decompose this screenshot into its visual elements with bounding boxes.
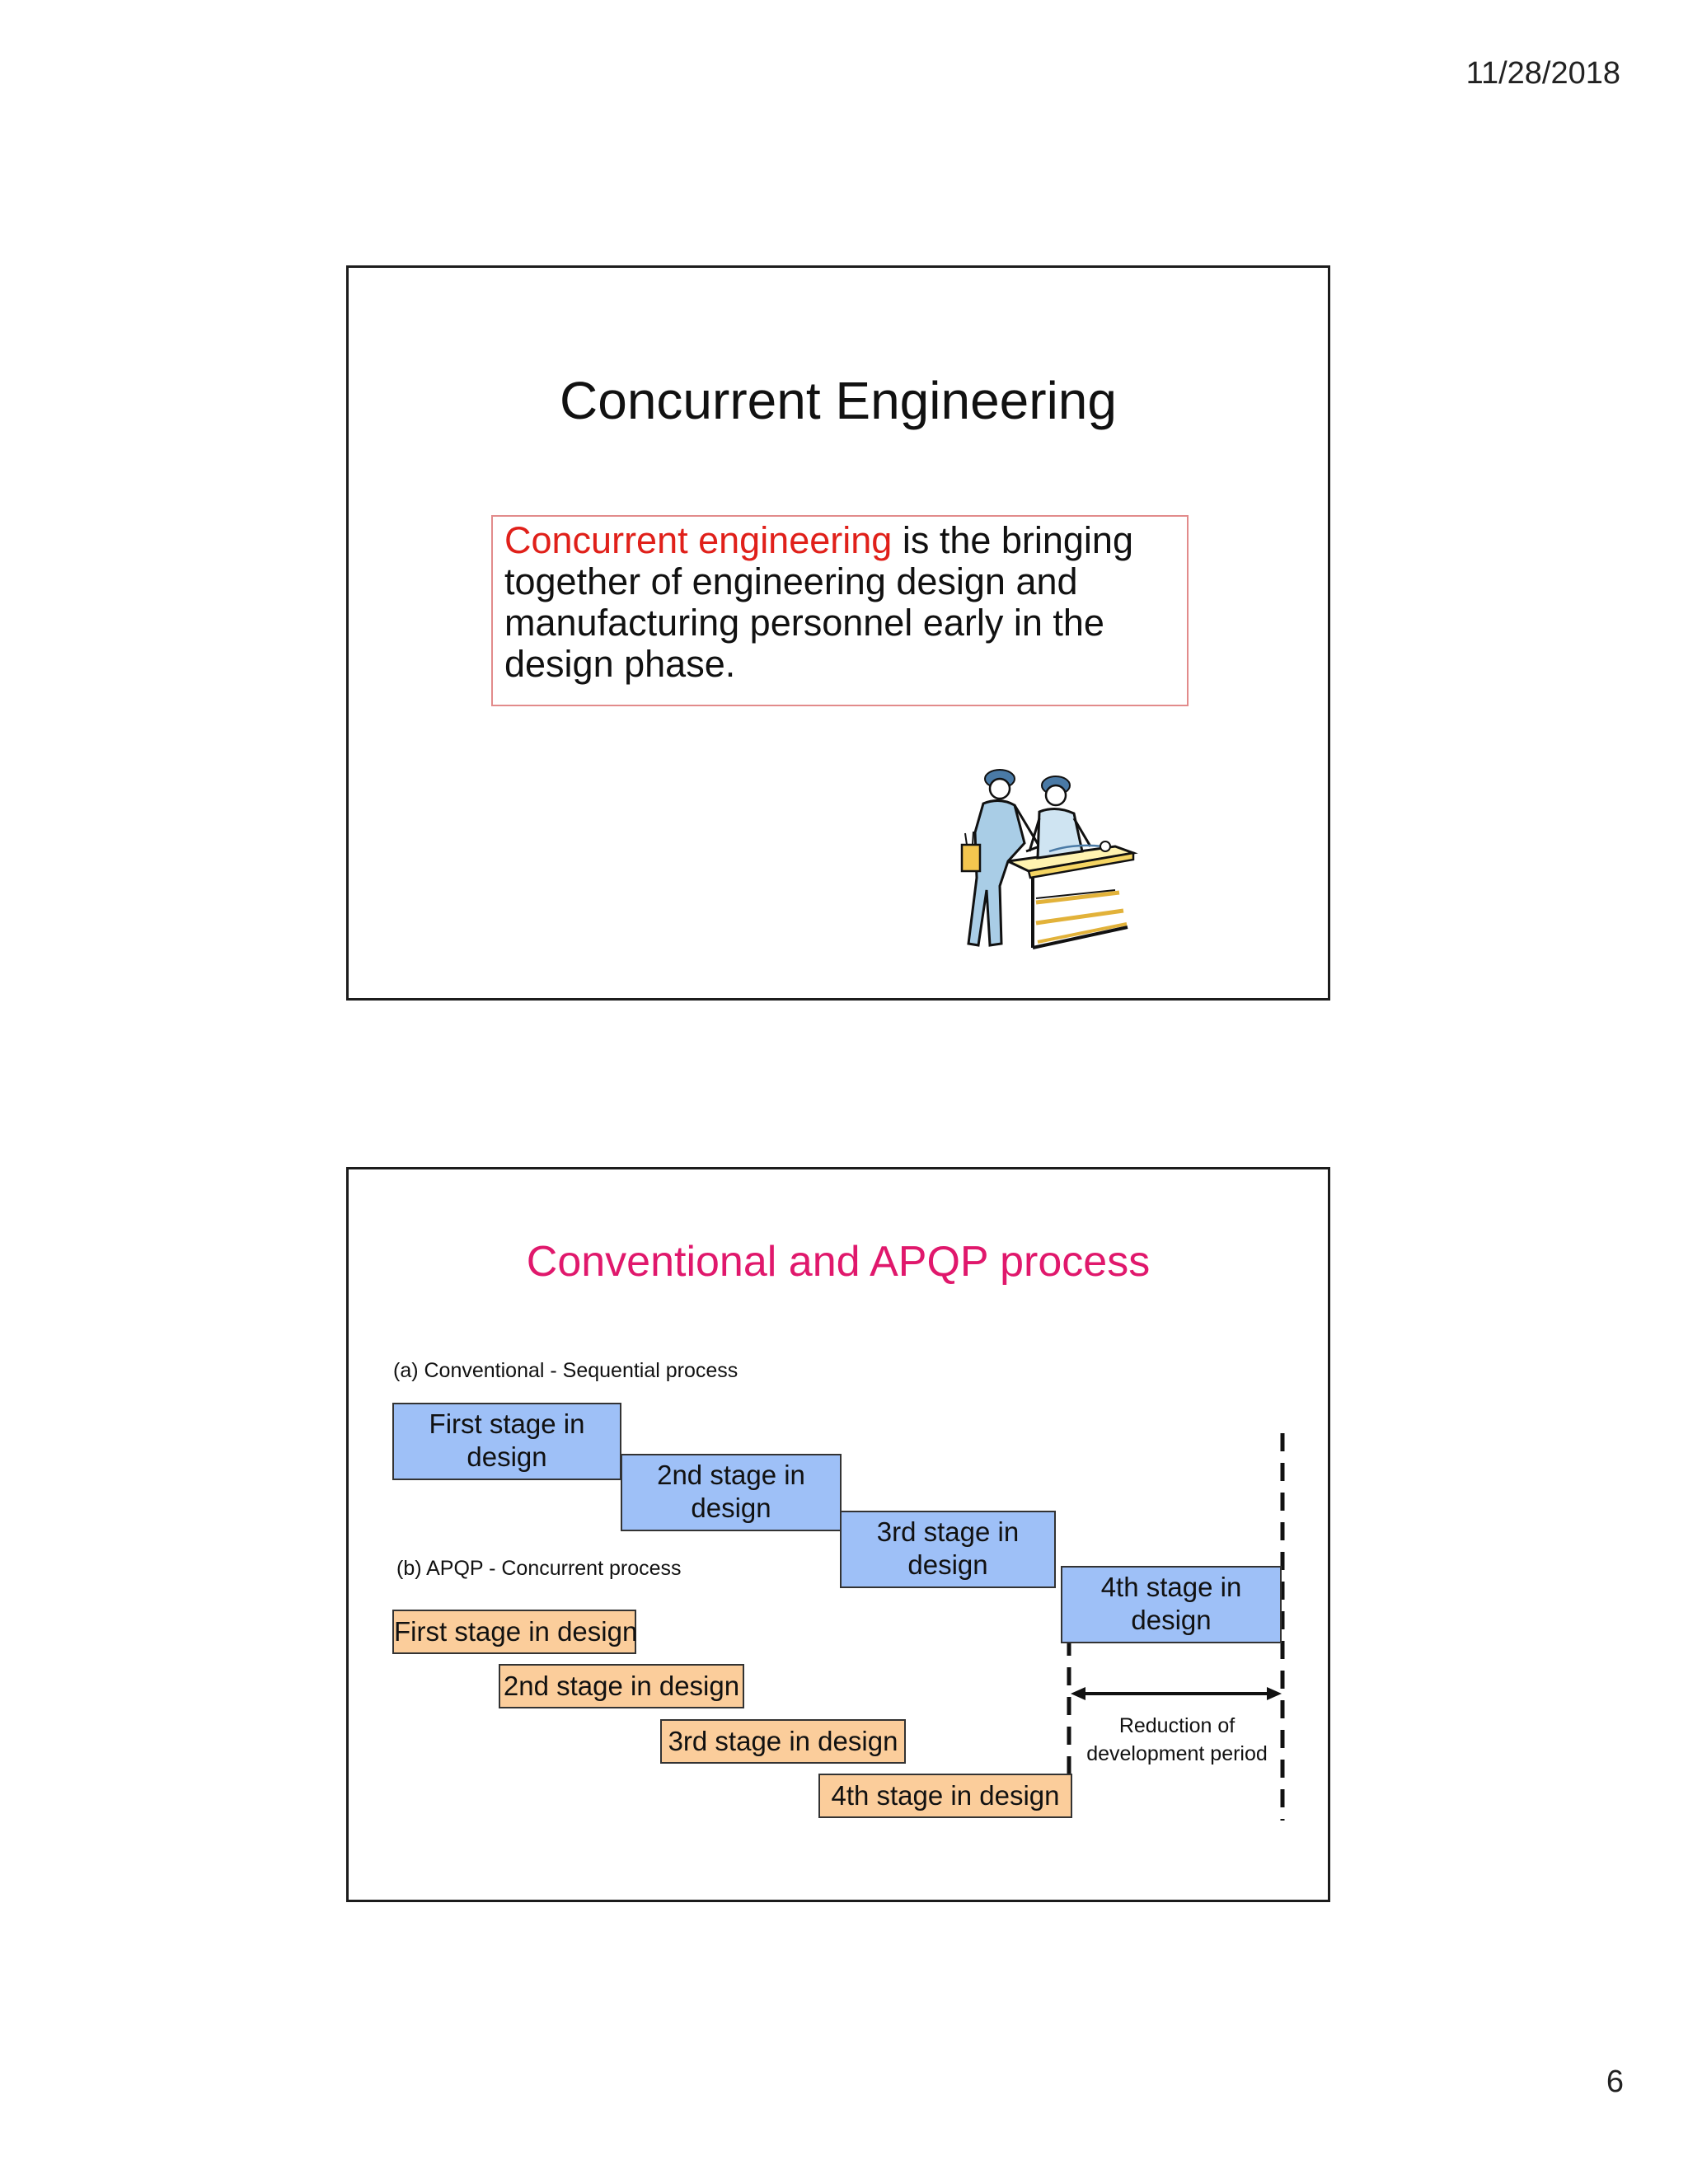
conventional-stage-3: 3rd stage in design <box>840 1511 1056 1588</box>
reduction-line1: Reduction of <box>1118 1714 1236 1737</box>
reduction-line2: development period <box>1086 1742 1268 1765</box>
stage-label-line2: design <box>1131 1605 1212 1635</box>
stage-label-line1: 2nd stage in <box>657 1460 805 1490</box>
apqp-label: (b) APQP - Concurrent process <box>396 1557 682 1580</box>
slide-conventional-apqp: Conventional and APQP process (a) Conven… <box>346 1167 1330 1902</box>
definition-term: Concurrent engineering <box>504 519 893 561</box>
apqp-stage-4: 4th stage in design <box>818 1774 1072 1818</box>
definition-box: Concurrent engineering is the bringing t… <box>491 515 1189 706</box>
conventional-stage-4: 4th stage in design <box>1061 1566 1282 1643</box>
page-date: 11/28/2018 <box>1465 56 1620 91</box>
stage-label-line1: 4th stage in <box>1100 1572 1242 1602</box>
reduction-arrow-left-head <box>1071 1687 1085 1700</box>
stage-label-line1: 3rd stage in <box>876 1516 1020 1547</box>
apqp-stage-3: 3rd stage in design <box>660 1719 906 1764</box>
stage-label-line2: design <box>691 1493 771 1523</box>
page-number: 6 <box>1606 2064 1624 2099</box>
apqp-stage-1: First stage in design <box>392 1610 637 1654</box>
apqp-stage-2: 2nd stage in design <box>499 1664 744 1708</box>
reduction-label: Reduction of development period <box>1074 1712 1280 1768</box>
stage-label-line2: design <box>907 1549 988 1580</box>
timeline-markers <box>1067 1433 1285 1821</box>
conventional-label: (a) Conventional - Sequential process <box>393 1359 738 1382</box>
stage-label-line2: design <box>467 1441 547 1472</box>
reduction-arrow-right-head <box>1267 1687 1282 1700</box>
engineers-at-drafting-table-icon <box>950 754 1148 960</box>
conventional-stage-1: First stage in design <box>392 1403 621 1480</box>
slide-title: Concurrent Engineering <box>560 371 1117 430</box>
stage-label-line1: First stage in <box>429 1408 585 1439</box>
slide-title: Conventional and APQP process <box>526 1238 1151 1286</box>
slide-concurrent-engineering: Concurrent Engineering Concurrent engine… <box>346 265 1330 1001</box>
definition-text: is the bringing together of engineering … <box>504 519 1133 685</box>
conventional-stage-2: 2nd stage in design <box>621 1454 842 1531</box>
